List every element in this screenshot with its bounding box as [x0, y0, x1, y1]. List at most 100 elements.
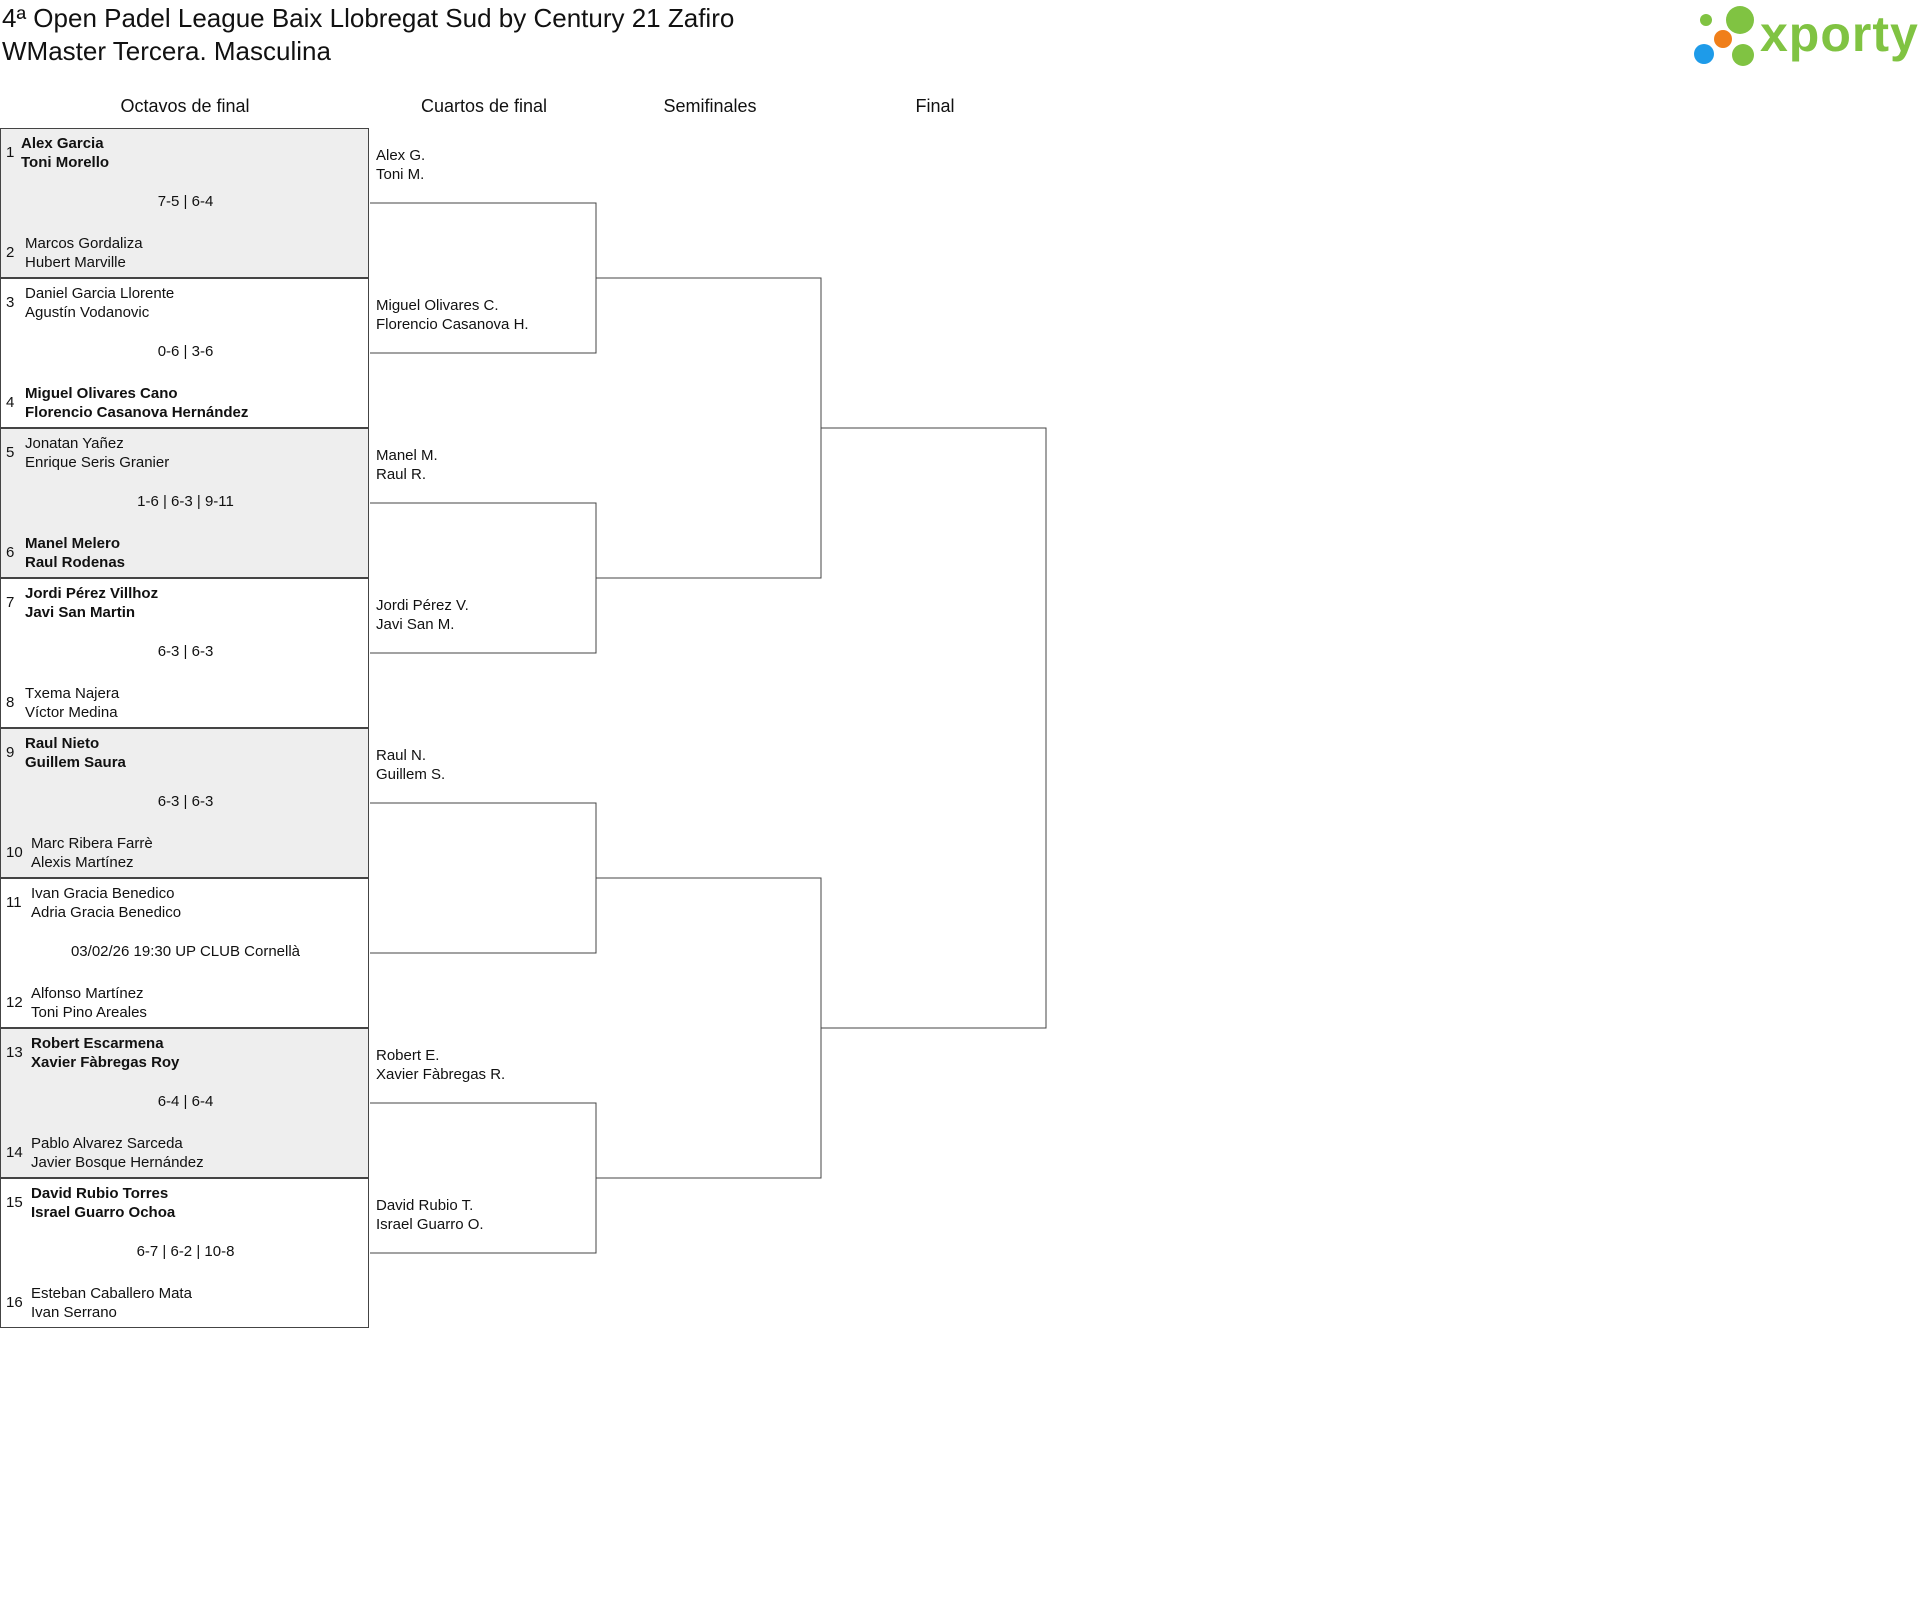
player-short-name: Miguel Olivares C. [376, 297, 499, 314]
qf-connector-1 [370, 202, 597, 354]
player-short-name: Israel Guarro O. [376, 1216, 484, 1233]
player-short-name: Jordi Pérez V. [376, 597, 469, 614]
quarterfinal-team: David Rubio T. Israel Guarro O. [376, 1196, 484, 1234]
round-header-octavos: Octavos de final [120, 96, 250, 116]
player-short-name: Robert E. [376, 1047, 440, 1064]
player-name: Agustín Vodanovic [25, 304, 150, 321]
seed-number-a: 3 [6, 294, 15, 311]
seed-number-b: 14 [6, 1144, 23, 1161]
player-name: Toni Pino Areales [31, 1004, 147, 1021]
player-name: Ivan Gracia Benedico [31, 885, 175, 902]
player-name: Alexis Martínez [31, 854, 134, 871]
player-name: Miguel Olivares Cano [25, 385, 178, 402]
quarterfinal-team: Raul N. Guillem S. [376, 746, 445, 784]
player-short-name: Javi San M. [376, 616, 455, 633]
player-name: Guillem Saura [25, 754, 126, 771]
seed-number-b: 8 [6, 694, 15, 711]
player-short-name: Raul N. [376, 747, 427, 764]
qf-connector-4 [370, 1102, 597, 1254]
player-name: Alfonso Martínez [31, 985, 144, 1002]
player-name: Javier Bosque Hernández [31, 1154, 204, 1171]
quarterfinal-team: Jordi Pérez V. Javi San M. [376, 596, 469, 634]
seed-number-a: 11 [6, 894, 22, 911]
seed-number-a: 5 [6, 444, 15, 461]
match-result: 6-3 | 6-3 [157, 793, 214, 810]
quarterfinal-team: Manel M.Raul R. [376, 446, 438, 484]
seed-number-b: 4 [6, 394, 15, 411]
player-short-name: Florencio Casanova H. [376, 316, 529, 333]
match-result: 6-4 | 6-4 [157, 1093, 214, 1110]
sf-connector-1 [596, 277, 822, 579]
player-name: Ivan Serrano [31, 1304, 117, 1321]
logo-text: xporty [1760, 6, 1919, 62]
seed-number-b: 6 [6, 544, 15, 561]
match-result: 6-3 | 6-3 [157, 643, 214, 660]
qf-connector-3 [370, 802, 597, 954]
player-name: Txema Najera [25, 685, 120, 702]
player-name: Robert Escarmena [31, 1035, 164, 1052]
player-short-name: Toni M. [376, 166, 425, 183]
logo-dot-green [1726, 6, 1754, 34]
seed-number-b: 12 [6, 994, 23, 1011]
player-name: Jordi Pérez Villhoz [25, 585, 159, 602]
player-short-name: Xavier Fàbregas R. [376, 1066, 506, 1083]
player-short-name: David Rubio T. [376, 1197, 474, 1214]
player-short-name: Guillem S. [376, 766, 446, 783]
player-short-name: Manel M. [376, 447, 438, 464]
player-name: Esteban Caballero Mata [31, 1285, 192, 1302]
category-title: WMaster Tercera. Masculina [2, 36, 331, 66]
player-name: Marcos Gordaliza [25, 235, 143, 252]
quarterfinal-team: Alex G. Toni M. [376, 146, 425, 184]
match-result: 1-6 | 6-3 | 9-11 [137, 493, 234, 510]
xporty-logo: xporty [1694, 2, 1920, 70]
round-header-final: Final [915, 96, 955, 116]
player-name: Javi San Martin [25, 604, 136, 621]
player-short-name: Alex G. [376, 147, 426, 164]
seed-number-a: 15 [6, 1194, 23, 1211]
player-name: Pablo Alvarez Sarceda [31, 1135, 183, 1152]
round-header-cuartos: Cuartos de final [420, 96, 548, 116]
player-name: Enrique Seris Granier [25, 454, 170, 471]
seed-number-a: 9 [6, 744, 15, 761]
player-name: Hubert Marville [25, 254, 126, 271]
tournament-title: 4ª Open Padel League Baix Llobregat Sud … [2, 3, 735, 33]
player-name: Daniel Garcia Llorente [25, 285, 175, 302]
seed-number-b: 16 [6, 1294, 23, 1311]
player-name: Raul Rodenas [25, 554, 126, 571]
seed-number-a: 1 [6, 144, 15, 161]
logo-dot-orange [1714, 30, 1732, 48]
round-header-semifinales: Semifinales [663, 96, 757, 116]
player-name: Israel Guarro Ochoa [31, 1204, 176, 1221]
final-connector [821, 427, 1047, 1029]
player-name: David Rubio Torres [31, 1185, 169, 1202]
match-result: 03/02/26 19:30 UP CLUB Cornellà [70, 943, 301, 960]
match-result: 0-6 | 3-6 [157, 343, 214, 360]
seed-number-b: 10 [6, 844, 23, 861]
qf-connector-2 [370, 502, 597, 654]
player-name: Marc Ribera Farrè [31, 835, 153, 852]
seed-number-a: 13 [6, 1044, 23, 1061]
